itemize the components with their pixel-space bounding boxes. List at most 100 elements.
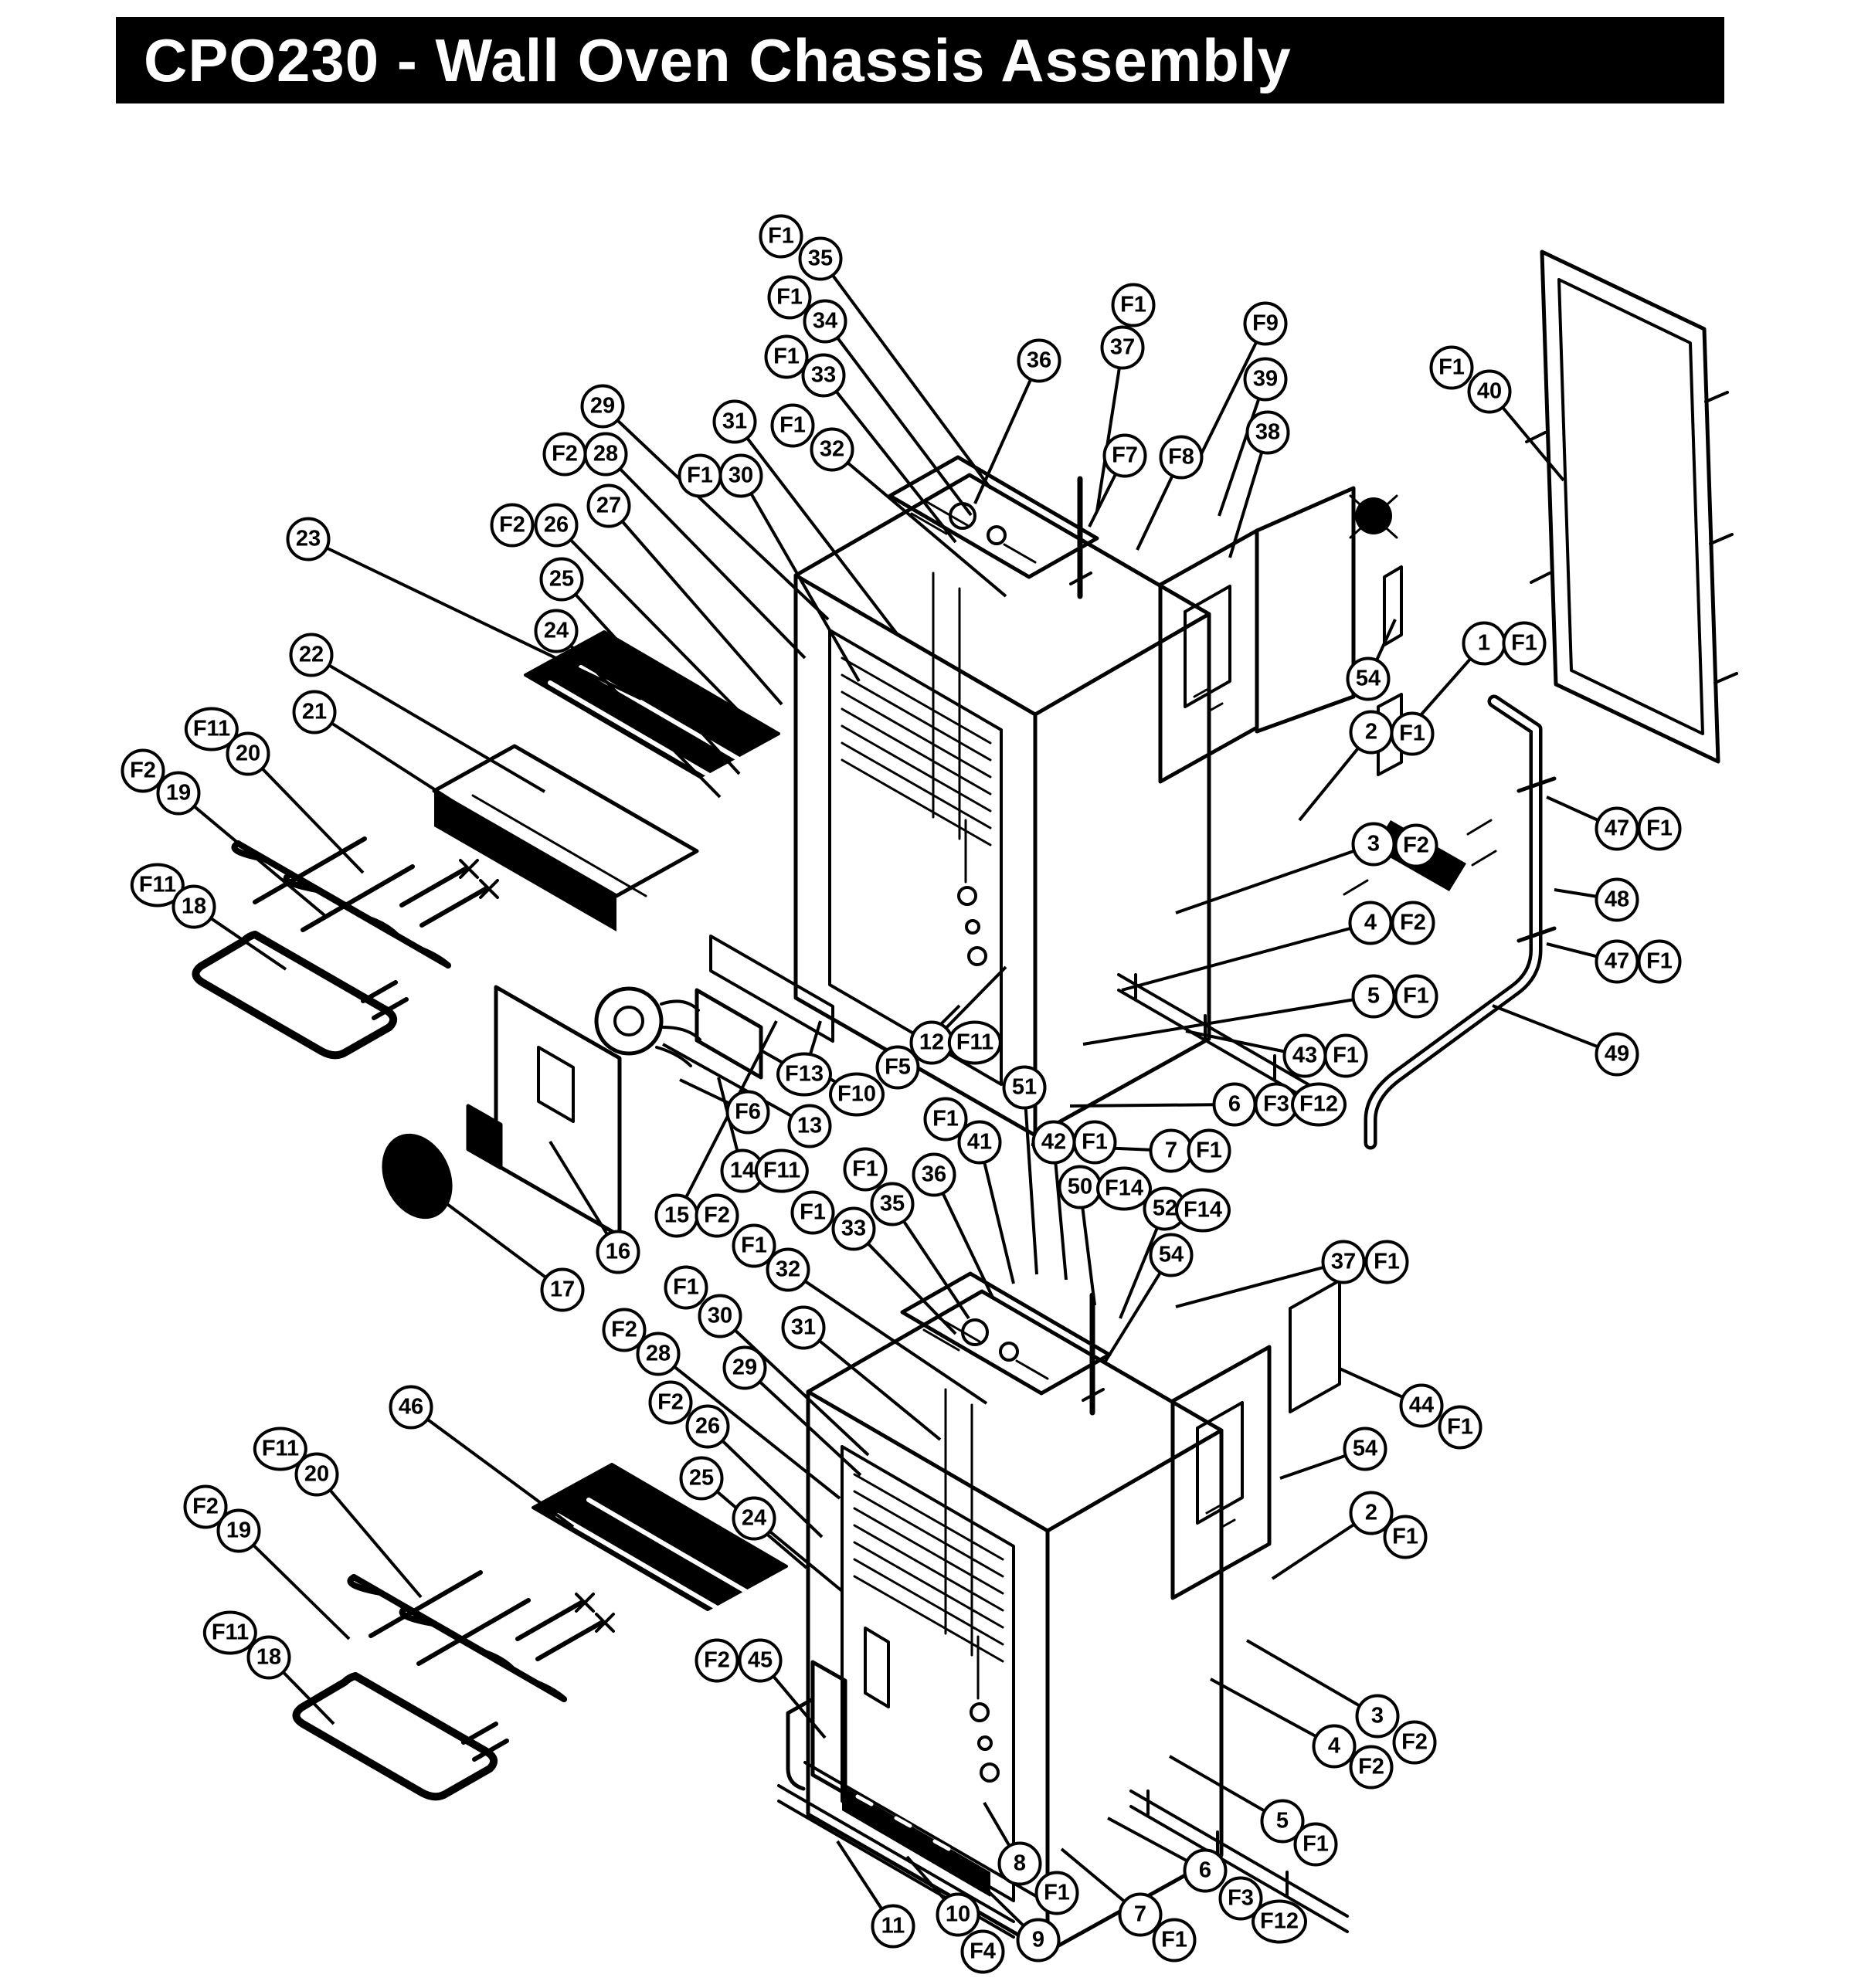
callout-36: 36: [912, 1152, 956, 1197]
callout-24: 24: [534, 609, 579, 653]
callout-15: 15: [654, 1193, 699, 1238]
callout-5: 5: [1351, 974, 1396, 1019]
callout-27: 27: [586, 483, 631, 528]
callout-28: 28: [636, 1332, 681, 1376]
callout-39: 39: [1243, 357, 1288, 402]
callout-F1: F1: [1152, 1918, 1197, 1963]
callout-16: 16: [596, 1230, 640, 1274]
callout-F5: F5: [875, 1045, 920, 1090]
callout-F2: F2: [542, 432, 587, 477]
callout-20: 20: [294, 1452, 339, 1497]
leader-line-26: [555, 524, 764, 737]
leader-line-51: [1023, 1087, 1038, 1275]
leader-line-30: [718, 1315, 870, 1457]
callout-10: 10: [936, 1892, 980, 1937]
callout-F2: F2: [695, 1638, 739, 1683]
callout-F9: F9: [1243, 301, 1288, 346]
callout-F13: F13: [776, 1052, 832, 1097]
callout-38: 38: [1245, 410, 1290, 455]
callout-18: 18: [172, 884, 216, 929]
callout-49: 49: [1595, 1032, 1639, 1077]
callout-F8: F8: [1159, 435, 1204, 480]
callout-F3: F3: [1254, 1082, 1299, 1127]
callout-48: 48: [1595, 877, 1639, 922]
racks-and-elements: [195, 632, 786, 1796]
title-bar: CPO230 - Wall Oven Chassis Assembly: [116, 17, 1724, 103]
callout-26: 26: [685, 1404, 730, 1449]
leader-line-23: [307, 538, 642, 701]
leader-line-33: [852, 1227, 957, 1335]
leader-line-3: [1245, 1639, 1379, 1718]
leader-line-25: [560, 578, 741, 775]
leader-line-29: [601, 405, 830, 621]
callout-F12: F12: [1291, 1082, 1347, 1127]
callout-17: 17: [540, 1267, 585, 1312]
leader-line-36: [973, 360, 1041, 504]
callout-43: 43: [1282, 1033, 1327, 1078]
callout-5: 5: [1260, 1799, 1305, 1844]
leader-line-42: [1052, 1142, 1068, 1281]
callout-6: 6: [1212, 1082, 1257, 1127]
callout-23: 23: [286, 517, 331, 561]
callout-45: 45: [738, 1638, 783, 1683]
callout-30: 30: [698, 1294, 742, 1338]
leader-line-32: [786, 1268, 988, 1405]
leader-line-31: [733, 420, 899, 636]
callout-20: 20: [226, 731, 270, 776]
callout-F2: F2: [695, 1193, 739, 1238]
callout-3: 3: [1355, 1694, 1400, 1739]
leader-line-30: [739, 475, 861, 682]
callout-F11: F11: [947, 1020, 1003, 1065]
callout-47: 47: [1595, 939, 1639, 984]
callout-F1: F1: [1637, 939, 1682, 984]
callout-52: 52: [1143, 1186, 1187, 1231]
callout-8: 8: [997, 1841, 1042, 1886]
callout-37: 37: [1321, 1240, 1366, 1284]
callout-1: 1: [1462, 621, 1506, 666]
callout-6: 6: [1183, 1848, 1228, 1893]
leader-line-17: [431, 1192, 564, 1291]
callout-F1: F1: [1438, 1405, 1482, 1450]
callout-F1: F1: [678, 453, 722, 498]
callout-2: 2: [1349, 710, 1394, 755]
callout-F2: F2: [1391, 901, 1435, 945]
callout-F6: F6: [725, 1090, 770, 1135]
callout-13: 13: [787, 1104, 832, 1148]
callout-F1: F1: [1429, 345, 1474, 390]
callout-47: 47: [1595, 806, 1639, 851]
callout-31: 31: [712, 399, 757, 444]
callout-F12: F12: [1252, 1899, 1307, 1944]
callout-F1: F1: [664, 1265, 708, 1310]
leader-line-46: [409, 1406, 575, 1528]
callout-F1: F1: [1072, 1120, 1117, 1165]
page-title: CPO230 - Wall Oven Chassis Assembly: [144, 25, 1292, 94]
callout-F11: F11: [754, 1148, 810, 1193]
callout-F1: F1: [843, 1147, 888, 1192]
leader-line-6: [1069, 1103, 1235, 1108]
leader-line-28: [657, 1352, 841, 1500]
leader-line-28: [604, 453, 807, 660]
callout-32: 32: [766, 1247, 810, 1292]
callout-54: 54: [1149, 1233, 1194, 1277]
callout-14: 14: [720, 1148, 765, 1193]
callout-46: 46: [389, 1385, 433, 1430]
callout-F1: F1: [1364, 1240, 1409, 1284]
callout-3: 3: [1351, 822, 1396, 867]
blower-parts: [382, 935, 834, 1238]
leader-line-13: [662, 1043, 810, 1128]
callout-29: 29: [580, 384, 625, 429]
callout-F1: F1: [770, 403, 815, 448]
callout-32: 32: [810, 427, 854, 472]
leader-line-29: [743, 1366, 862, 1477]
callout-25: 25: [539, 557, 584, 602]
callout-25: 25: [679, 1456, 724, 1501]
leader-line-27: [607, 504, 783, 706]
leader-line-5: [1082, 995, 1374, 1046]
callout-F1: F1: [1390, 711, 1435, 756]
callout-F4: F4: [960, 1929, 1005, 1974]
callout-F2: F2: [1349, 1745, 1394, 1790]
callout-F1: F1: [1637, 806, 1682, 851]
callout-19: 19: [216, 1508, 261, 1553]
vent-tube: [1364, 694, 1557, 1150]
